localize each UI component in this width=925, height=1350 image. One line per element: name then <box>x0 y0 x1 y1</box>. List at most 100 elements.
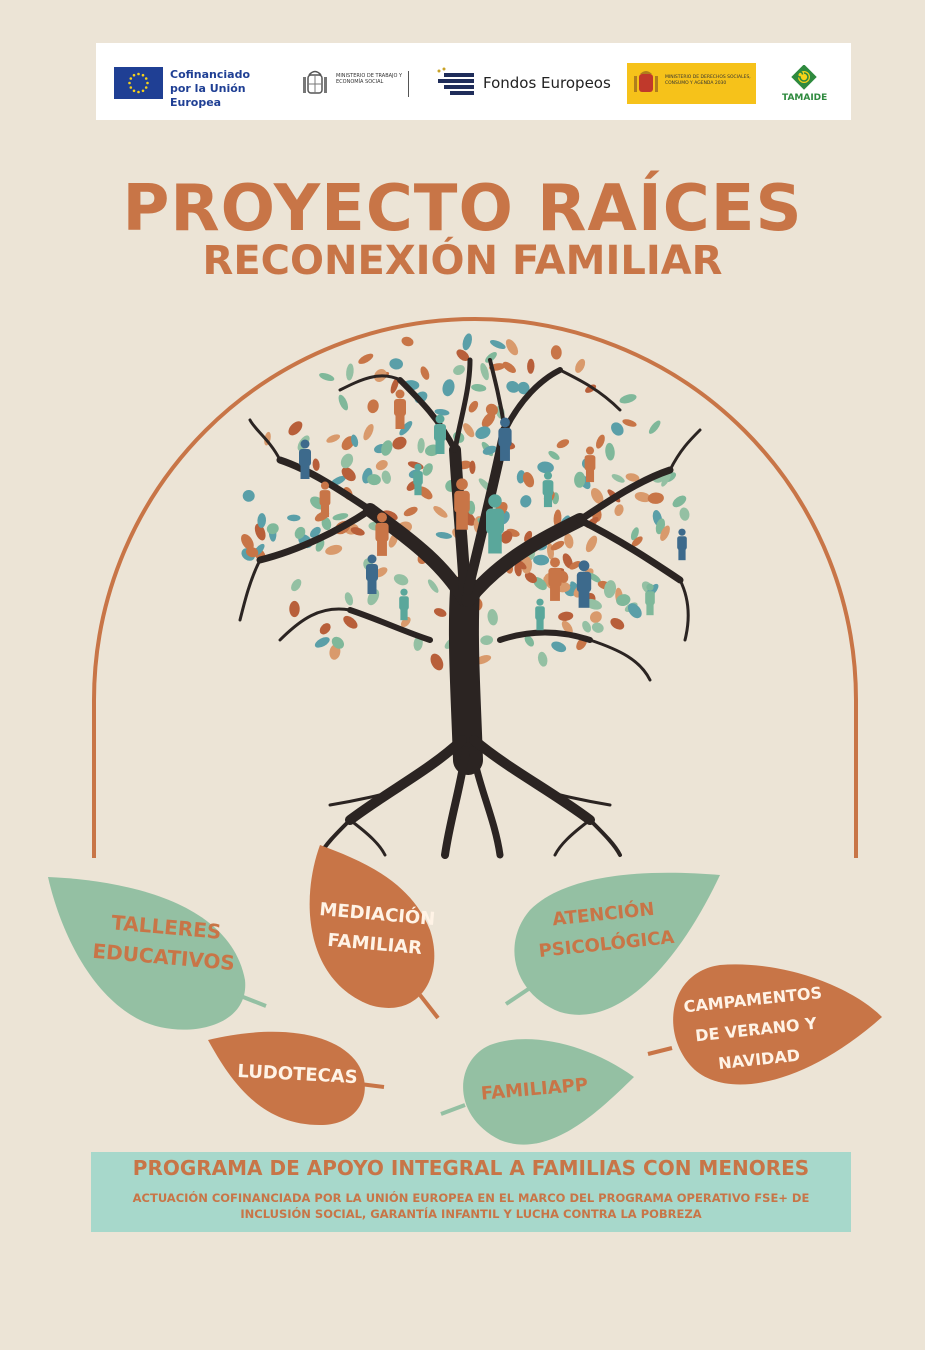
foliage-leaf <box>463 423 475 438</box>
person-figure <box>319 481 331 518</box>
program-subtitle: ACTUACIÓN COFINANCIADA POR LA UNIÓN EURO… <box>132 1191 810 1221</box>
foliage-leaf <box>325 544 343 555</box>
foliage-leaf <box>341 467 356 482</box>
foliage-leaf <box>326 434 341 443</box>
foliage-leaf <box>595 434 605 449</box>
foliage-leaf <box>289 600 300 618</box>
person-figure <box>584 446 596 483</box>
ministry-trabajo-text: MINISTERIO DE TRABAJO Y ECONOMÍA SOCIAL <box>336 73 403 85</box>
fondos-europeos-icon <box>436 67 478 99</box>
person-figure <box>498 417 512 461</box>
foliage-leaf <box>319 623 331 635</box>
tree-people-figures <box>299 389 687 631</box>
foliage-leaf <box>537 651 548 667</box>
foliage-leaf <box>420 366 430 380</box>
person-figure <box>394 389 406 429</box>
foliage-leaf <box>381 470 391 484</box>
foliage-leaf <box>456 349 470 361</box>
foliage-leaf <box>314 637 330 648</box>
foliage-leaf <box>390 377 399 394</box>
foliage-leaf <box>291 579 302 592</box>
foliage-leaf <box>561 620 573 635</box>
foliage-leaf <box>430 653 444 671</box>
foliage-leaf <box>679 507 690 521</box>
foliage-leaf <box>524 635 535 647</box>
page-subtitle: RECONEXIÓN FAMILIAR <box>202 238 723 284</box>
foliage-leaf <box>611 474 625 483</box>
foliage-leaf <box>616 594 631 607</box>
person-figure <box>542 471 554 508</box>
ministry-derechos-logo: MINISTERIO DE DERECHOS SOCIALES, CONSUMO… <box>627 63 756 104</box>
foliage-leaf <box>625 473 640 482</box>
foliage-leaf <box>344 592 354 606</box>
foliage-leaf <box>399 421 413 436</box>
foliage-leaf <box>254 523 266 541</box>
leaf-label-campamentos: CAMPAMENTOS DE VERANO Y NAVIDAD <box>682 982 823 1074</box>
foliage-leaf <box>288 421 303 436</box>
foliage-leaf <box>520 495 532 508</box>
foliage-leaf <box>661 471 672 487</box>
ministry-derechos-text: MINISTERIO DE DERECHOS SOCIALES, CONSUMO… <box>665 75 751 86</box>
foliage-leaf <box>630 527 639 541</box>
foliage-leaf <box>516 470 526 484</box>
foliage-leaf <box>435 531 453 539</box>
family-tree-illustration <box>238 333 702 859</box>
foliage-leaf <box>590 487 604 505</box>
funding-logos-bar: Cofinanciado por la Unión Europea MINIST… <box>96 43 851 120</box>
foliage-leaf <box>338 394 349 411</box>
leaf-ludotecas-shape <box>208 1031 385 1125</box>
foliage-leaf <box>319 373 335 381</box>
foliage-leaf <box>480 363 489 381</box>
foliage-leaf <box>375 460 388 471</box>
foliage-leaf <box>418 486 433 500</box>
foliage-leaf <box>331 636 345 649</box>
foliage-leaf <box>631 536 643 547</box>
person-figure <box>677 528 687 561</box>
foliage-leaf <box>389 358 403 370</box>
foliage-leaf <box>500 530 513 544</box>
foliage-leaf <box>381 440 393 456</box>
foliage-leaf <box>506 381 520 393</box>
leaf-label-mediacion: MEDIACIÓN FAMILIAR <box>318 899 437 960</box>
foliage-leaf <box>367 474 381 486</box>
foliage-leaf <box>242 489 255 502</box>
tree-arch-frame <box>92 317 858 858</box>
foliage-leaf <box>434 408 450 416</box>
foliage-leaf <box>332 513 349 521</box>
foliage-leaf <box>582 620 592 633</box>
foliage-leaf <box>605 442 615 461</box>
leaf-talleres-shape <box>48 877 267 1030</box>
foliage-leaf <box>550 345 562 360</box>
foliage-leaf <box>603 580 617 599</box>
foliage-leaf <box>550 540 565 551</box>
foliage-leaf <box>417 438 425 454</box>
foliage-leaf <box>648 420 661 434</box>
foliage-leaf <box>551 641 567 653</box>
foliage-leaf <box>245 547 259 558</box>
foliage-leaf <box>487 609 498 626</box>
foliage-leaf <box>392 436 407 450</box>
tamaide-text: TAMAIDE <box>782 93 828 103</box>
foliage-leaf <box>627 603 642 619</box>
foliage-leaf <box>462 333 473 351</box>
foliage-leaf <box>403 506 418 517</box>
foliage-leaf <box>574 471 586 488</box>
foliage-leaf <box>351 434 359 448</box>
foliage-leaf <box>610 617 625 630</box>
program-band: PROGRAMA DE APOYO INTEGRAL A FAMILIAS CO… <box>91 1152 851 1232</box>
person-figure <box>645 583 655 616</box>
foliage-leaf <box>367 399 379 414</box>
leaf-campamentos-shape <box>647 964 882 1085</box>
foliage-leaf <box>468 400 479 413</box>
foliage-leaf <box>442 379 455 397</box>
foliage-leaf <box>548 450 560 460</box>
foliage-leaf <box>453 365 465 375</box>
person-figure <box>548 557 562 601</box>
foliage-leaf <box>590 611 602 623</box>
foliage-leaf <box>533 554 550 566</box>
foliage-leaf <box>312 458 320 471</box>
foliage-leaf <box>569 561 581 570</box>
foliage-leaf <box>485 403 498 416</box>
eu-flag-icon <box>114 67 163 99</box>
foliage-leaf <box>660 525 670 541</box>
